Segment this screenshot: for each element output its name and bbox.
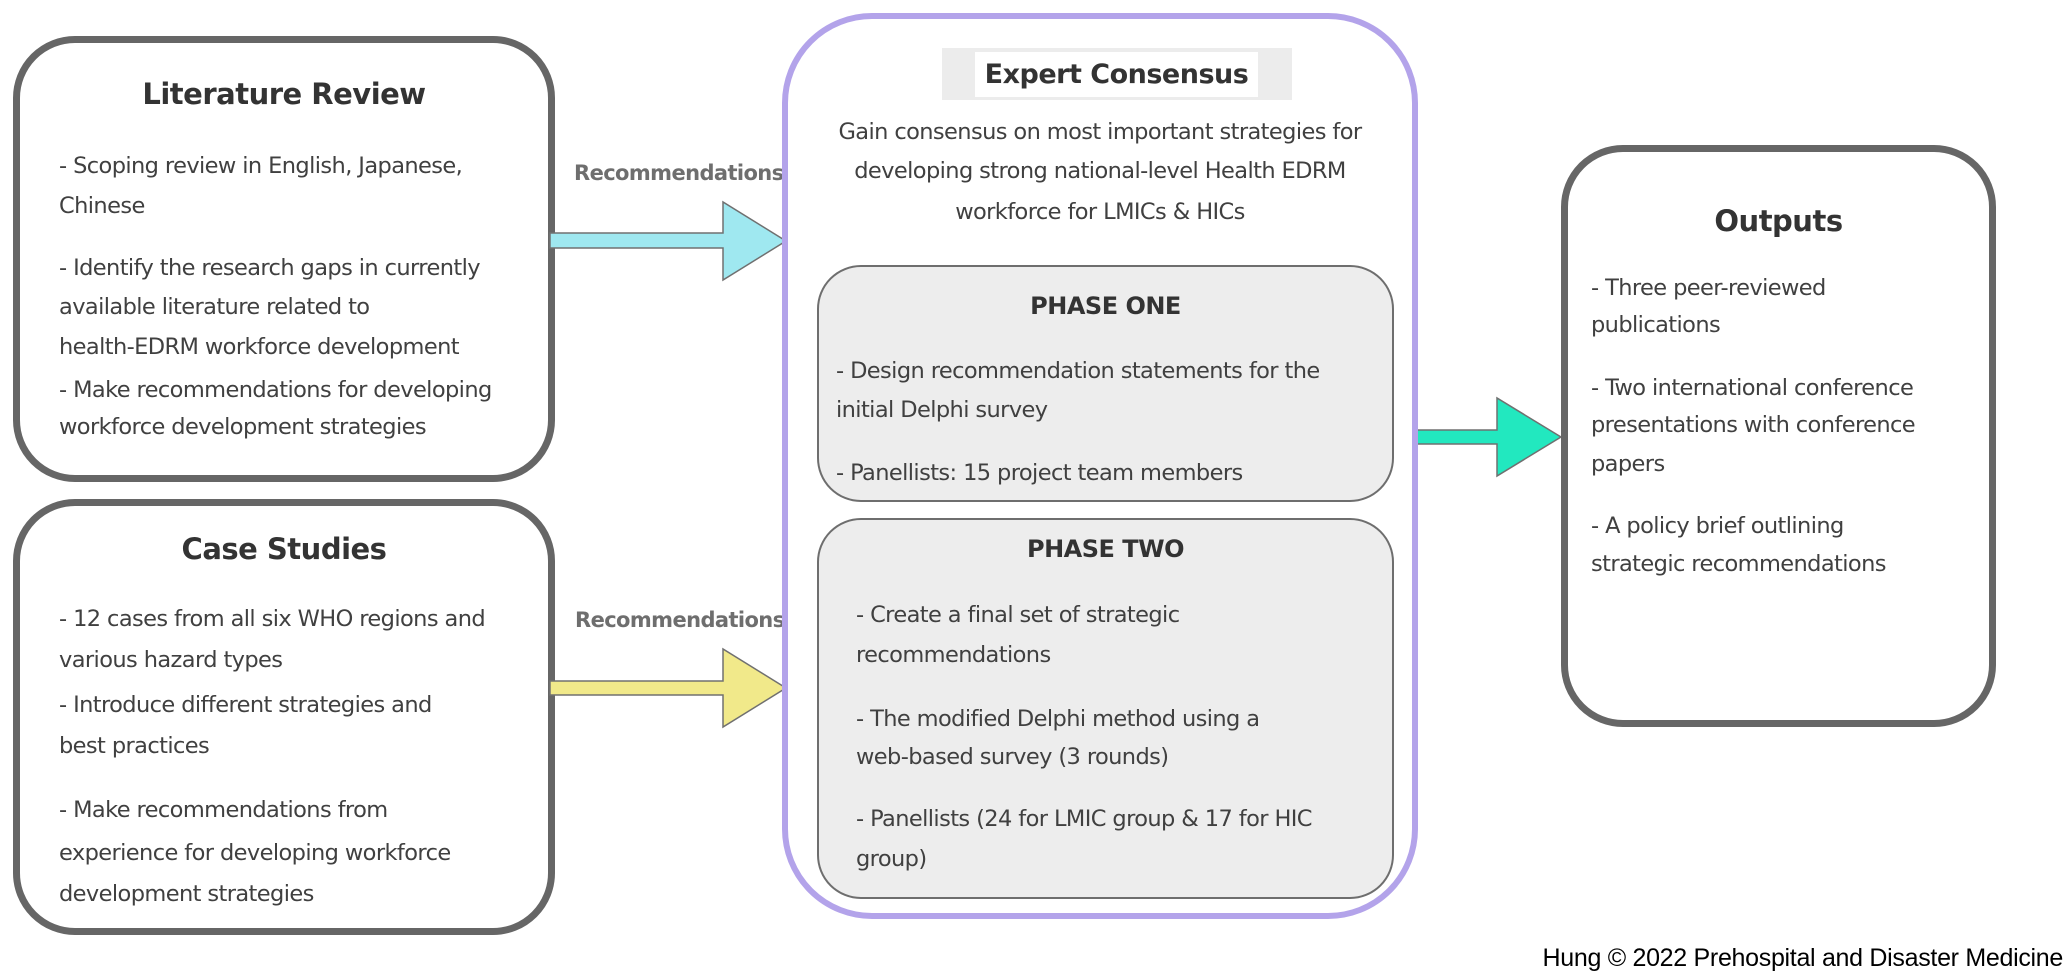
phase-two-line: - Panellists (24 for LMIC group & 17 for… xyxy=(856,806,1312,832)
case-studies-line: experience for developing workforce xyxy=(59,840,451,866)
expert-consensus-description-line: Gain consensus on most important strateg… xyxy=(838,119,1361,145)
expert-consensus-description-line: developing strong national-level Health … xyxy=(854,158,1345,184)
case-studies-line: best practices xyxy=(59,733,209,759)
literature-review-line: - Scoping review in English, Japanese, xyxy=(59,153,462,179)
outputs-line: - A policy brief outlining xyxy=(1591,513,1844,539)
literature-review-line: available literature related to xyxy=(59,294,369,320)
outputs-line: strategic recommendations xyxy=(1591,551,1886,577)
literature-review-box: Literature Review - Scoping review in En… xyxy=(13,36,555,482)
phase-one-line: - Design recommendation statements for t… xyxy=(836,358,1320,384)
expert-consensus-header: Expert Consensus xyxy=(942,48,1292,100)
case-studies-title: Case Studies xyxy=(20,532,548,566)
case-studies-box: Case Studies - 12 cases from all six WHO… xyxy=(13,499,555,935)
outputs-title: Outputs xyxy=(1568,204,1989,238)
phase-one-box: PHASE ONE - Design recommendation statem… xyxy=(817,265,1394,502)
recommendations-label-top: Recommendations xyxy=(574,161,784,185)
cyan-arrow-shape xyxy=(550,202,786,280)
expert-consensus-title: Expert Consensus xyxy=(985,59,1249,90)
phase-two-line: recommendations xyxy=(856,642,1051,668)
outputs-line: presentations with conference xyxy=(1591,412,1915,438)
green-arrow-icon xyxy=(1416,396,1566,478)
outputs-line: publications xyxy=(1591,312,1720,338)
yellow-arrow-icon xyxy=(550,647,790,729)
recommendations-label-bottom: Recommendations xyxy=(575,608,785,632)
literature-review-line: health-EDRM workforce development xyxy=(59,334,459,360)
phase-two-title: PHASE TWO xyxy=(819,535,1392,563)
green-arrow-shape xyxy=(1416,398,1561,476)
case-studies-line: development strategies xyxy=(59,881,314,907)
outputs-line: - Two international conference xyxy=(1591,375,1913,401)
outputs-line: papers xyxy=(1591,451,1665,477)
phase-two-line: - Create a final set of strategic xyxy=(856,602,1179,628)
case-studies-line: various hazard types xyxy=(59,647,282,673)
phase-two-line: - The modified Delphi method using a xyxy=(856,706,1259,732)
expert-consensus-description-line: workforce for LMICs & HICs xyxy=(955,199,1245,225)
phase-two-line: web-based survey (3 rounds) xyxy=(856,744,1168,770)
phase-one-line: initial Delphi survey xyxy=(836,397,1048,423)
literature-review-line: Chinese xyxy=(59,193,145,219)
phase-one-title: PHASE ONE xyxy=(819,292,1392,320)
yellow-arrow-shape xyxy=(550,649,786,727)
expert-consensus-header-inner: Expert Consensus xyxy=(975,52,1258,97)
literature-review-line: workforce development strategies xyxy=(59,414,426,440)
literature-review-line: - Identify the research gaps in currentl… xyxy=(59,255,480,281)
literature-review-title: Literature Review xyxy=(20,77,548,111)
case-studies-line: - Introduce different strategies and xyxy=(59,692,432,718)
outputs-box: Outputs - Three peer-reviewed publicatio… xyxy=(1561,145,1996,727)
phase-two-line: group) xyxy=(856,846,927,872)
case-studies-line: - 12 cases from all six WHO regions and xyxy=(59,606,485,632)
case-studies-line: - Make recommendations from xyxy=(59,797,388,823)
phase-two-box: PHASE TWO - Create a final set of strate… xyxy=(817,518,1394,899)
phase-one-line: - Panellists: 15 project team members xyxy=(836,460,1243,486)
literature-review-line: - Make recommendations for developing xyxy=(59,377,492,403)
cyan-arrow-icon xyxy=(550,200,790,282)
copyright-credit: Hung © 2022 Prehospital and Disaster Med… xyxy=(1543,944,2063,973)
outputs-line: - Three peer-reviewed xyxy=(1591,275,1826,301)
